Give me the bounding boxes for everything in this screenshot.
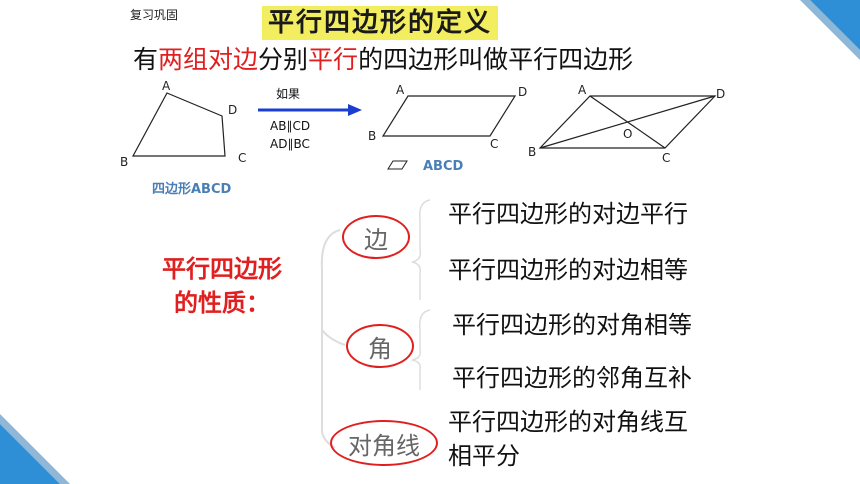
para-vertex-label: C [490, 137, 498, 151]
parallelogram-symbol-icon [387, 160, 408, 170]
para-vertex-label: D [518, 85, 527, 99]
quad-caption: 四边形ABCD [152, 182, 232, 197]
category-angle-label: 角 [368, 334, 392, 363]
diag-vertex-label: C [662, 151, 670, 165]
para-vertex-label: A [396, 83, 405, 97]
condition-ab-cd: AB∥CD [270, 119, 310, 133]
definition-part: 有 [133, 45, 159, 74]
definition-sentence: 有两组对边分别平行的四边形叫做平行四边形 [133, 44, 633, 76]
quad-vertex-label: B [120, 155, 128, 169]
arrow-label-if: 如果 [276, 86, 300, 101]
quad-vertex-label: D [228, 103, 237, 117]
corner-decoration-bottom-left [0, 414, 70, 484]
properties-label-line1: 平行四边形 [162, 255, 282, 283]
definition-highlight-opposite-sides: 两组对边 [158, 45, 259, 74]
diag-center-label: O [623, 127, 632, 141]
property-opposite-angles-equal: 平行四边形的对角相等 [452, 311, 692, 339]
category-side-label: 边 [364, 225, 388, 254]
diag-vertex-label: A [578, 83, 587, 97]
definition-part: 的四边形叫做平行四边形 [358, 45, 634, 74]
parallelogram-shape [381, 95, 517, 137]
category-angle-oval: 角 [346, 324, 414, 368]
quad-vertex-label: C [238, 151, 246, 165]
category-diagonal-oval: 对角线 [330, 420, 438, 466]
property-adjacent-angles-supplementary: 平行四边形的邻角互补 [452, 364, 692, 392]
para-vertex-label: B [368, 129, 376, 143]
properties-label: 平行四边形 的性质： [142, 252, 302, 320]
property-opposite-sides-equal: 平行四边形的对边相等 [448, 256, 688, 284]
para-caption: ABCD [423, 159, 464, 174]
category-diagonal-label: 对角线 [348, 431, 420, 460]
section-label: 复习巩固 [130, 8, 179, 22]
definition-part: 分别 [258, 45, 309, 74]
diag-vertex-label: B [528, 145, 536, 159]
properties-label-line2: 的性质： [174, 289, 270, 317]
quadrilateral-shape [131, 92, 226, 157]
category-side-oval: 边 [342, 215, 410, 259]
property-diagonals-bisect-line1: 平行四边形的对角线互 [448, 408, 688, 436]
property-opposite-sides-parallel: 平行四边形的对边平行 [448, 200, 688, 228]
page-title: 平行四边形的定义 [262, 6, 499, 40]
grouping-braces [320, 199, 431, 449]
corner-decoration-top-right [800, 0, 860, 60]
diagonal-bd [539, 95, 716, 149]
condition-ad-bc: AD∥BC [270, 137, 310, 151]
figures-diagram: A B C D 如果 AB∥CD AD∥BC A B C D ABCD A B … [120, 79, 725, 174]
diag-vertex-label: D [716, 87, 725, 101]
arrow-head [348, 104, 362, 116]
property-diagonals-bisect-line2: 相平分 [448, 442, 520, 470]
definition-highlight-parallel: 平行 [308, 45, 359, 74]
quad-vertex-label: A [162, 79, 171, 93]
